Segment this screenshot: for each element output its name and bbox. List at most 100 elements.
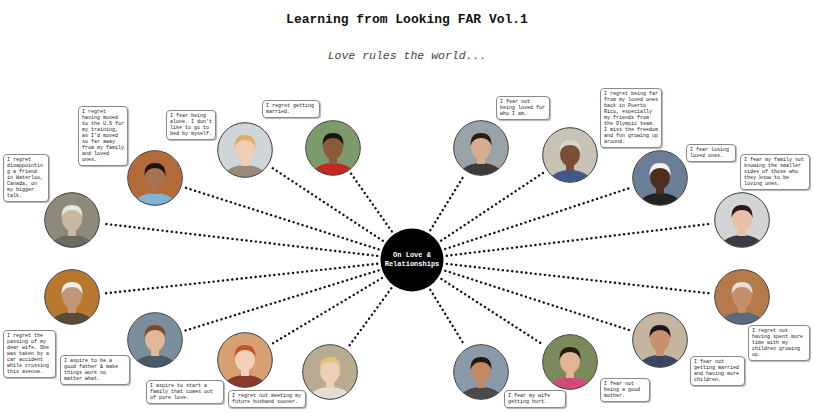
portrait-circle: I regret not having spent more time with… [714, 269, 770, 325]
portrait-circle: I fear my family not knowing the smaller… [714, 192, 770, 248]
dotted-connector [185, 187, 379, 249]
portrait-ring [715, 270, 770, 325]
portrait-circle: I fear my wife getting hurt. [453, 344, 509, 400]
hair [649, 163, 670, 176]
portrait-photo [542, 334, 598, 390]
portrait-figure [302, 344, 358, 400]
portrait-ring [633, 151, 688, 206]
portrait-circle: I regret disappointing a friend in Water… [44, 192, 100, 248]
portrait-circle: I fear not getting married and having mo… [632, 312, 688, 368]
portrait-photo [217, 122, 273, 178]
portrait-figure [542, 334, 598, 390]
hair [470, 133, 491, 146]
portrait-ring [45, 193, 100, 248]
dotted-connector [272, 278, 382, 344]
dotted-connector [441, 172, 544, 240]
dotted-connector [103, 224, 377, 256]
portrait-figure [453, 344, 509, 400]
dotted-connector [185, 270, 379, 330]
quote-bubble: I fear losing loved ones. [686, 144, 736, 162]
hair [61, 205, 82, 218]
portrait-figure [217, 122, 273, 178]
quote-bubble: I aspire to start a family that comes ou… [146, 380, 224, 404]
portrait-ring [454, 121, 509, 176]
subtitle-label: Love rules the world... [0, 49, 814, 62]
portrait-circle: I fear not being loved for who I am. [453, 120, 509, 176]
portrait-circle: I fear being alone. I don't like to go t… [217, 122, 273, 178]
portrait-ring [218, 333, 273, 388]
portrait-photo [217, 332, 273, 388]
quote-bubble: I regret getting married. [262, 100, 320, 118]
quote-bubble: I fear my wife getting hurt. [504, 390, 566, 408]
portrait-figure [632, 312, 688, 368]
quote-bubble: I regret being far from my loved ones ba… [600, 88, 662, 148]
dotted-connector [351, 173, 392, 231]
dotted-connector [445, 188, 630, 249]
portrait-photo [127, 150, 183, 206]
portrait-figure [44, 269, 100, 325]
portrait-figure [453, 120, 509, 176]
portrait-photo [632, 312, 688, 368]
portrait-figure [127, 312, 183, 368]
portrait-circle: I regret having moved to the U.S for my … [127, 150, 183, 206]
hair [731, 205, 752, 218]
hair [61, 282, 82, 295]
portrait-photo [44, 192, 100, 248]
portrait-circle: I regret getting married. [305, 120, 361, 176]
quote-bubble: I regret the passing of my dear wife. Sh… [3, 330, 56, 378]
portrait-figure [714, 192, 770, 248]
portrait-ring [715, 193, 770, 248]
hair [559, 140, 580, 153]
hair [470, 357, 491, 370]
quote-bubble: I fear not being loved for who I am. [496, 96, 550, 120]
portrait-ring [633, 313, 688, 368]
quote-bubble: I aspire to be a good father & make thin… [60, 355, 130, 385]
portrait-ring [218, 123, 273, 178]
portrait-circle: I regret not meeting my future husband s… [302, 344, 358, 400]
dotted-connector [271, 167, 383, 241]
hair [559, 347, 580, 360]
hair [731, 282, 752, 295]
portrait-ring [543, 335, 598, 390]
portrait-circle: I aspire to be a good father & make thin… [127, 312, 183, 368]
quote-bubble: I fear my family not knowing the smaller… [740, 154, 810, 190]
hair [234, 345, 255, 358]
dotted-connector [103, 264, 377, 294]
dotted-connector [430, 174, 464, 230]
quote-bubble: I fear not getting married and having mo… [690, 356, 745, 386]
portrait-circle: I fear losing loved ones. [632, 150, 688, 206]
portrait-circle: I regret the passing of my dear wife. Sh… [44, 269, 100, 325]
portrait-figure [714, 269, 770, 325]
portrait-photo [632, 150, 688, 206]
portrait-circle: I aspire to start a family that comes ou… [217, 332, 273, 388]
portrait-ring [543, 128, 598, 183]
portrait-ring [454, 345, 509, 400]
portrait-ring [45, 270, 100, 325]
quote-bubble: I regret disappointing a friend in Water… [3, 154, 49, 202]
quote-bubble: I fear being alone. I don't like to go t… [166, 110, 216, 140]
portrait-photo [127, 312, 183, 368]
portrait-photo [453, 120, 509, 176]
diagram-title: Learning from Looking FAR Vol.1 [0, 12, 814, 27]
portrait-photo [542, 127, 598, 183]
dotted-connector [447, 264, 711, 294]
quote-bubble: I regret not having spent more time with… [748, 325, 810, 361]
portrait-ring [128, 313, 183, 368]
portrait-figure [632, 150, 688, 206]
quote-bubble: I regret having moved to the U.S for my … [78, 106, 128, 166]
hair [144, 163, 165, 176]
hair [144, 325, 165, 338]
portrait-figure [127, 150, 183, 206]
dotted-connector [447, 224, 711, 256]
hair [319, 357, 340, 370]
portrait-photo [453, 344, 509, 400]
portrait-ring [303, 345, 358, 400]
hair [649, 325, 670, 338]
hair [322, 133, 343, 146]
portrait-ring [128, 151, 183, 206]
dotted-connector [441, 279, 544, 345]
dotted-connector [430, 290, 464, 346]
portrait-photo [305, 120, 361, 176]
portrait-figure [542, 127, 598, 183]
